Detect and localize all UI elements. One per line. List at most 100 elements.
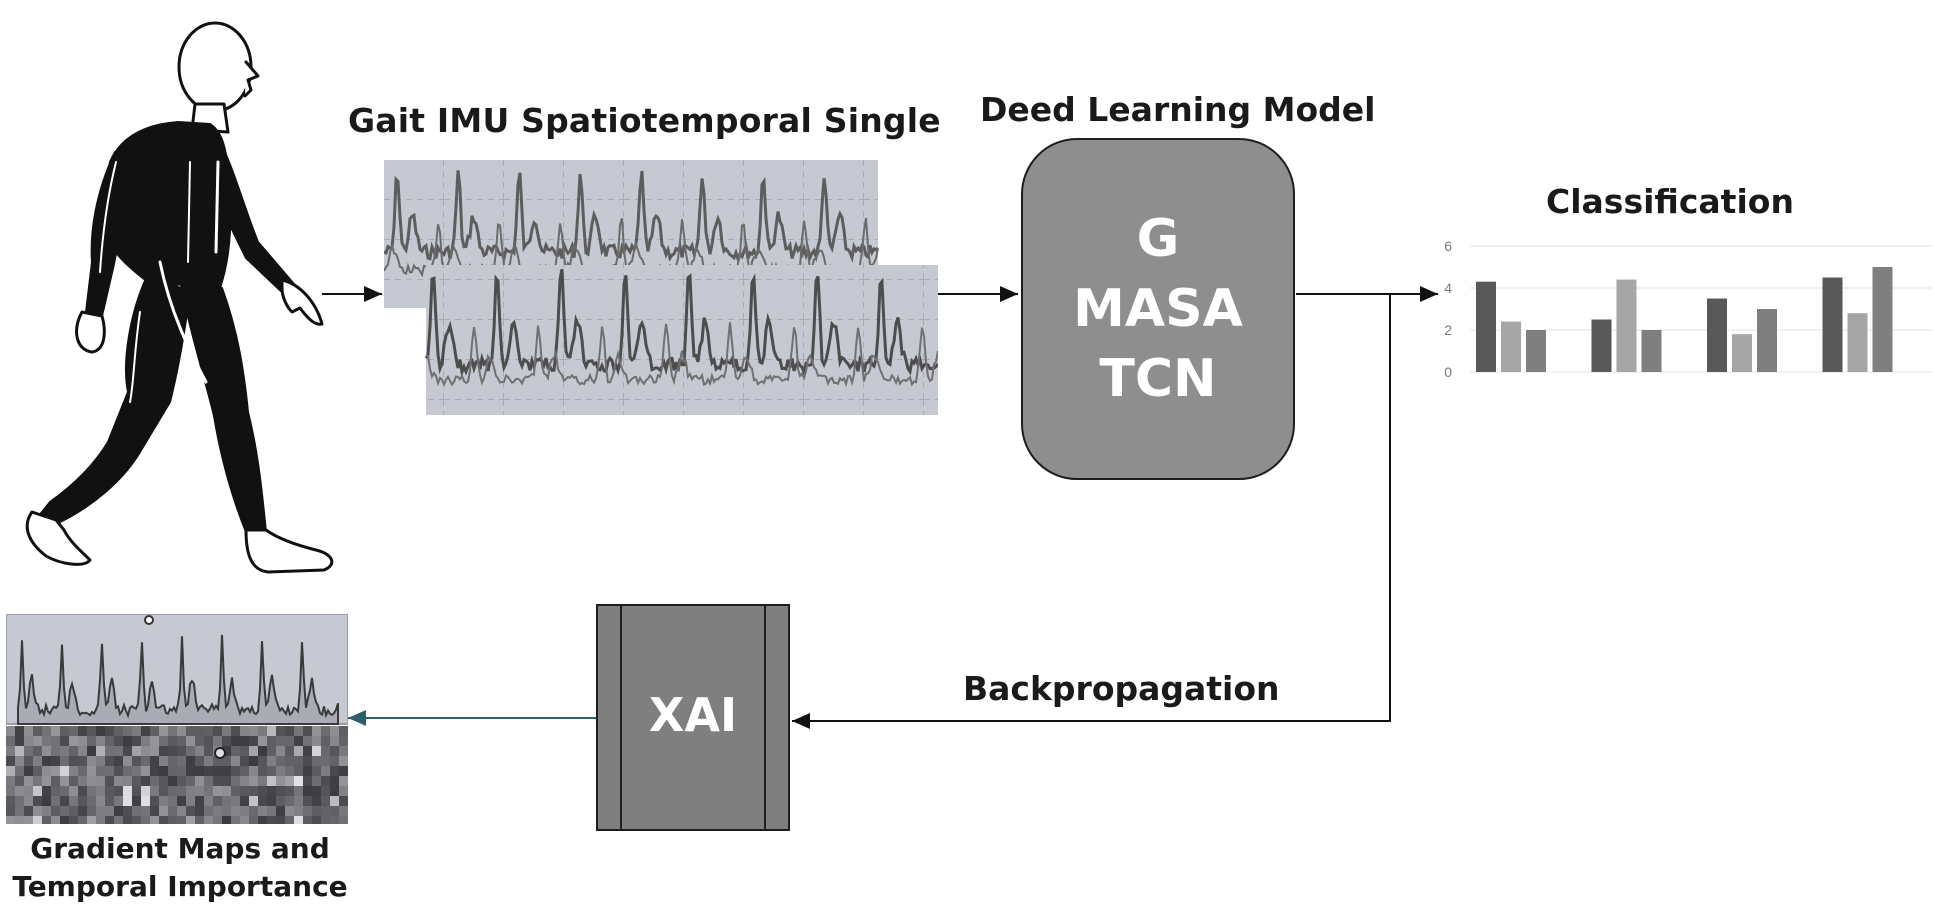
heatmap-cell <box>240 806 249 816</box>
heatmap-cell <box>267 806 276 816</box>
heatmap-cell <box>105 746 114 756</box>
heatmap-cell <box>150 726 159 736</box>
heatmap-cell <box>51 746 60 756</box>
heatmap-cell <box>195 806 204 816</box>
heatmap-cell <box>195 756 204 766</box>
heatmap-cell <box>276 776 285 786</box>
heatmap-cell <box>114 726 123 736</box>
heatmap-cell <box>51 736 60 746</box>
heatmap-cell <box>213 786 222 796</box>
heatmap-cell <box>51 766 60 776</box>
heatmap-cell <box>330 766 339 776</box>
heatmap-cell <box>285 786 294 796</box>
heatmap-cell <box>6 816 15 824</box>
heatmap-cell <box>6 806 15 816</box>
heatmap-cell <box>105 786 114 796</box>
heatmap-cell <box>150 796 159 806</box>
heatmap-cell <box>87 766 96 776</box>
heatmap-cell <box>249 746 258 756</box>
heatmap-cell <box>267 736 276 746</box>
heatmap-cell <box>42 816 51 824</box>
heatmap-cell <box>339 776 348 786</box>
heatmap-cell <box>15 796 24 806</box>
heatmap-cell <box>132 756 141 766</box>
chart-bar <box>1641 330 1662 372</box>
heatmap-cell <box>123 806 132 816</box>
heatmap-cell <box>213 806 222 816</box>
heatmap-cell <box>222 766 231 776</box>
heatmap-cell <box>132 796 141 806</box>
heatmap-cell <box>294 756 303 766</box>
heatmap-cell <box>312 786 321 796</box>
heatmap-cell <box>231 776 240 786</box>
heatmap-cell <box>339 736 348 746</box>
heatmap-cell <box>33 776 42 786</box>
model-line-1: G <box>1136 209 1180 269</box>
heatmap-cell <box>42 726 51 736</box>
heatmap-cell <box>321 796 330 806</box>
heatmap-cell <box>15 736 24 746</box>
heatmap-cell <box>96 816 105 824</box>
heatmap-cell <box>123 736 132 746</box>
heatmap-cell <box>177 726 186 736</box>
heatmap-cell <box>60 806 69 816</box>
heatmap-cell <box>105 806 114 816</box>
heatmap-cell <box>150 756 159 766</box>
heatmap-cell <box>105 766 114 776</box>
heatmap-cell <box>177 796 186 806</box>
heatmap-cell <box>303 756 312 766</box>
heatmap-cell <box>69 776 78 786</box>
heatmap-cell <box>231 816 240 824</box>
heatmap-cell <box>6 736 15 746</box>
heatmap-cell <box>51 756 60 766</box>
heatmap-cell <box>294 726 303 736</box>
heatmap-cell <box>114 806 123 816</box>
heatmap-cell <box>231 756 240 766</box>
heatmap-cell <box>24 746 33 756</box>
heatmap-cell <box>141 806 150 816</box>
heatmap-cell <box>267 796 276 806</box>
heatmap-cell <box>222 816 231 824</box>
heatmap-cell <box>303 776 312 786</box>
heatmap-cell <box>249 736 258 746</box>
heatmap-cell <box>123 776 132 786</box>
backpropagation-label: Backpropagation <box>963 669 1280 708</box>
heatmap-cell <box>204 756 213 766</box>
heatmap-cell <box>87 786 96 796</box>
heatmap-cell <box>141 786 150 796</box>
heatmap-cell <box>168 736 177 746</box>
heatmap-cell <box>24 816 33 824</box>
chart-bar <box>1707 298 1727 372</box>
heatmap-cell <box>240 816 249 824</box>
chart-bar <box>1872 267 1893 372</box>
chart-bar <box>1476 281 1496 372</box>
chart-bar <box>1591 319 1612 372</box>
signal-title: Gait IMU Spatiotemporal Single <box>348 101 941 140</box>
heatmap-cell <box>240 746 249 756</box>
heatmap-cell <box>114 796 123 806</box>
heatmap-cell <box>204 816 213 824</box>
heatmap-cell <box>150 786 159 796</box>
chart-y-tick-label: 4 <box>1444 280 1452 296</box>
heatmap-cell <box>258 816 267 824</box>
heatmap-cell <box>249 766 258 776</box>
heatmap-cell <box>105 756 114 766</box>
heatmap-cell <box>78 786 87 796</box>
heatmap-cell <box>186 816 195 824</box>
heatmap-cell <box>339 786 348 796</box>
heatmap-cell <box>303 746 312 756</box>
heatmap-cell <box>78 756 87 766</box>
heatmap-cell <box>114 736 123 746</box>
heatmap-cell <box>312 766 321 776</box>
heatmap-cell <box>330 726 339 736</box>
heatmap-cell <box>177 816 186 824</box>
heatmap-cell <box>321 776 330 786</box>
heatmap-cell <box>6 796 15 806</box>
heatmap-cell <box>177 776 186 786</box>
heatmap-cell <box>312 796 321 806</box>
heatmap-cell <box>15 816 24 824</box>
heatmap-cell <box>339 816 348 824</box>
heatmap-cell <box>339 746 348 756</box>
heatmap-cell <box>33 756 42 766</box>
heatmap-cell <box>339 726 348 736</box>
